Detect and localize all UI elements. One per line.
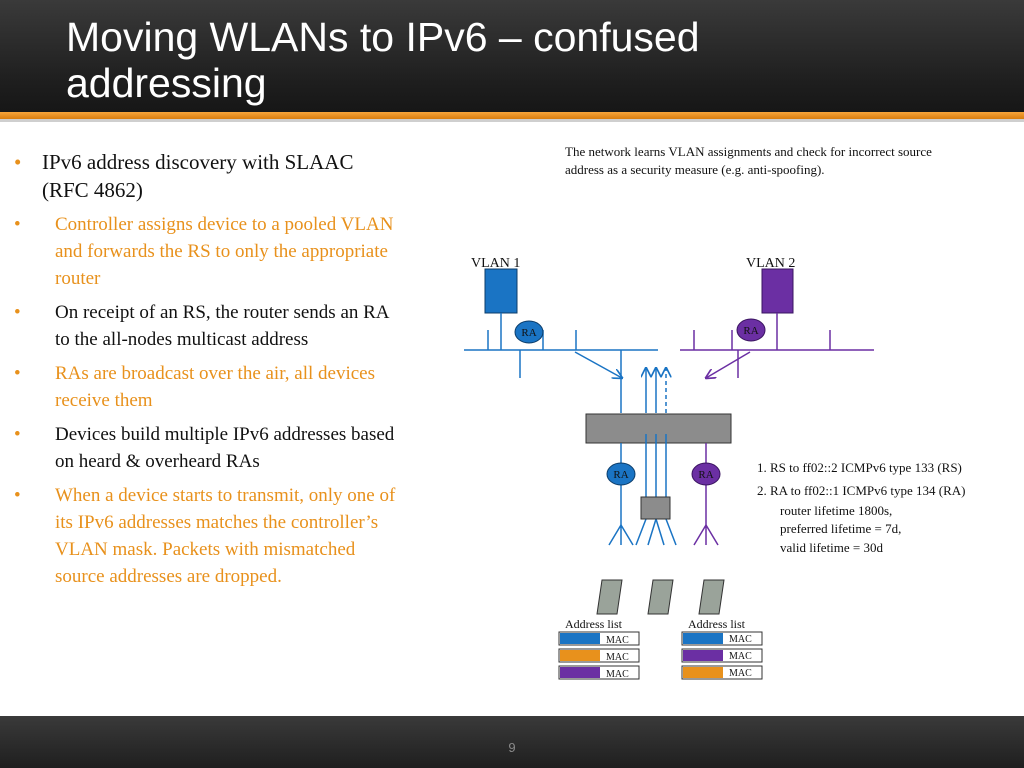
vlan2-label: VLAN 2 <box>746 256 795 271</box>
ra-label: RA <box>743 325 758 337</box>
vlan2-router <box>761 268 794 314</box>
client-device <box>698 579 725 615</box>
diagram-note-line-2: address as a security measure (e.g. anti… <box>565 162 825 177</box>
bullet-text-line: On receipt of an RS, the router sends an… <box>55 302 390 323</box>
ra-label: RA <box>698 469 713 481</box>
bullet-text-line: Controller assigns device to a pooled VL… <box>55 214 394 235</box>
client-device <box>647 579 674 615</box>
vlan1-label: VLAN 1 <box>471 256 520 271</box>
bullet-text-line: When a device starts to transmit, only o… <box>55 485 396 506</box>
blue-broadcast-lines <box>608 434 677 546</box>
legend-line-1: 1. RS to ff02::2 ICMPv6 type 133 (RS) <box>757 460 962 475</box>
slide-footer <box>0 716 1024 768</box>
vlan1-bus <box>464 313 658 413</box>
controller-switch <box>585 413 732 444</box>
bullet-glyph: • <box>14 150 22 174</box>
bullet-text-line: its IPv6 addresses matches the controlle… <box>55 512 379 533</box>
bullet-text-line: Devices build multiple IPv6 addresses ba… <box>55 424 395 445</box>
address-list-1: MAC MAC MAC <box>558 631 640 680</box>
diagram-note-line-1: The network learns VLAN assignments and … <box>565 144 932 159</box>
bullet-text-line: (RFC 4862) <box>42 178 143 202</box>
bullet-glyph: • <box>14 424 21 445</box>
vlan1-router <box>484 268 518 314</box>
address-list-label: Address list <box>688 617 746 631</box>
bullet-text-line: IPv6 address discovery with SLAAC <box>42 150 354 174</box>
bullet-sub: • On receipt of an RS, the router sends … <box>14 299 474 353</box>
bullet-text-line: RAs are broadcast over the air, all devi… <box>55 363 375 384</box>
mac-label: MAC <box>729 668 752 679</box>
bullet-glyph: • <box>14 363 21 384</box>
mac-label: MAC <box>606 635 629 646</box>
ra-label: RA <box>613 469 628 481</box>
header-divider <box>0 119 1024 122</box>
ra-bubble-vlan2 <box>736 318 766 342</box>
legend-line-2: 2. RA to ff02::1 ICMPv6 type 134 (RA) <box>757 483 966 498</box>
client-device <box>596 579 623 615</box>
ra-label: RA <box>521 327 536 339</box>
bullet-sub: • RAs are broadcast over the air, all de… <box>14 360 474 414</box>
legend-line-5: valid lifetime = 30d <box>780 540 884 555</box>
rs-arrow-vlan2 <box>706 351 751 378</box>
bullet-main: • IPv6 address discovery with SLAAC (RFC… <box>14 148 474 204</box>
bullet-list: • IPv6 address discovery with SLAAC (RFC… <box>14 148 474 597</box>
ra-bubble-vlan1 <box>514 320 544 344</box>
mac-label: MAC <box>729 634 752 645</box>
ra-bubble-broadcast-purple <box>691 462 721 486</box>
mac-label: MAC <box>606 669 629 680</box>
slide-title: Moving WLANs to IPv6 – confused addressi… <box>66 14 966 106</box>
rs-arrow-vlan1 <box>574 351 622 378</box>
bullet-text-line: to the all-nodes multicast address <box>55 329 309 350</box>
page-number: 9 <box>508 740 516 755</box>
bullet-glyph: • <box>14 214 21 235</box>
slide-header <box>0 0 1024 118</box>
bullet-glyph: • <box>14 485 21 506</box>
mac-label: MAC <box>606 652 629 663</box>
bullet-text-line: VLAN mask. Packets with mismatched <box>55 539 356 560</box>
address-list-label: Address list <box>565 617 623 631</box>
access-point <box>640 496 671 520</box>
bullet-glyph: • <box>14 302 21 323</box>
title-line-1: Moving WLANs to IPv6 – confused <box>66 14 700 60</box>
legend-line-4: preferred lifetime = 7d, <box>780 521 901 536</box>
bullet-sub: • Devices build multiple IPv6 addresses … <box>14 421 474 475</box>
header-accent-stripe <box>0 112 1024 119</box>
purple-broadcast-lines <box>693 443 719 546</box>
bullet-text-line: on heard & overheard RAs <box>55 451 260 472</box>
bullet-text-line: and forwards the RS to only the appropri… <box>55 241 388 262</box>
bullet-text-line: source addresses are dropped. <box>55 566 282 587</box>
legend-line-3: router lifetime 1800s, <box>780 503 892 518</box>
bullet-text-line: router <box>55 268 101 289</box>
address-list-2: MAC MAC MAC <box>681 631 763 680</box>
vlan2-bus <box>680 313 874 378</box>
bullet-text-line: receive them <box>55 390 153 411</box>
ra-bubble-broadcast-blue <box>606 462 636 486</box>
title-line-2: addressing <box>66 60 267 106</box>
bullet-sub: • When a device starts to transmit, only… <box>14 482 474 590</box>
mac-label: MAC <box>729 651 752 662</box>
bullet-sub: • Controller assigns device to a pooled … <box>14 211 474 292</box>
